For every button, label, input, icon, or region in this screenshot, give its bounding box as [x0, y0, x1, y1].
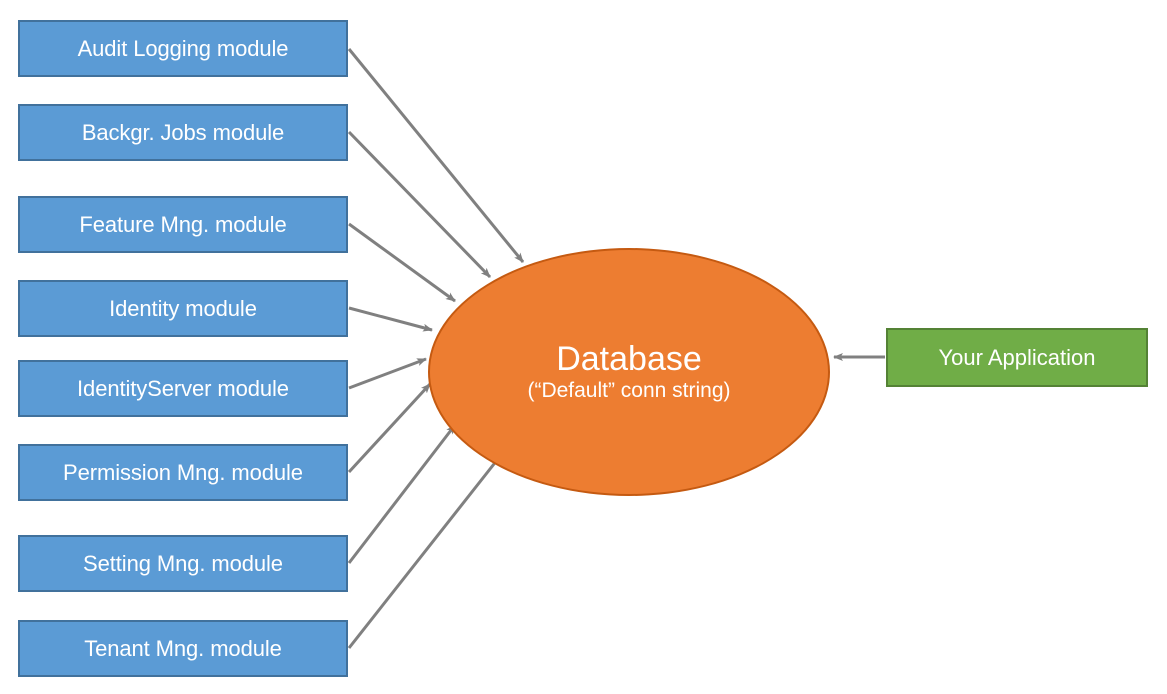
database-title: Database: [556, 340, 702, 379]
connector-arrow: [348, 222, 456, 303]
connector-arrow: [347, 424, 457, 564]
connector-arrow: [347, 449, 507, 649]
module-box-feature-management[interactable]: Feature Mng. module: [18, 196, 348, 253]
module-label: IdentityServer module: [77, 375, 289, 401]
module-box-audit-logging[interactable]: Audit Logging module: [18, 20, 348, 77]
module-box-identityserver[interactable]: IdentityServer module: [18, 360, 348, 417]
module-box-setting-management[interactable]: Setting Mng. module: [18, 535, 348, 592]
application-label: Your Application: [938, 344, 1096, 370]
connector-arrow: [347, 130, 492, 279]
module-label: Feature Mng. module: [79, 211, 287, 237]
module-label: Tenant Mng. module: [84, 635, 282, 661]
module-label: Identity module: [109, 295, 257, 321]
module-label: Permission Mng. module: [63, 459, 303, 485]
connector-arrow: [347, 48, 525, 263]
database-node[interactable]: Database (“Default” conn string): [428, 248, 830, 496]
connector-arrow: [347, 382, 432, 474]
module-box-permission-management[interactable]: Permission Mng. module: [18, 444, 348, 501]
module-box-tenant-management[interactable]: Tenant Mng. module: [18, 620, 348, 677]
module-label: Setting Mng. module: [83, 550, 283, 576]
module-label: Audit Logging module: [77, 35, 289, 61]
module-box-background-jobs[interactable]: Backgr. Jobs module: [18, 104, 348, 161]
database-subtitle: (“Default” conn string): [527, 378, 731, 402]
module-box-identity[interactable]: Identity module: [18, 280, 348, 337]
connector-arrow: [348, 357, 427, 390]
connector-arrow: [348, 306, 433, 332]
module-label: Backgr. Jobs module: [81, 119, 285, 145]
application-node[interactable]: Your Application: [886, 328, 1148, 387]
